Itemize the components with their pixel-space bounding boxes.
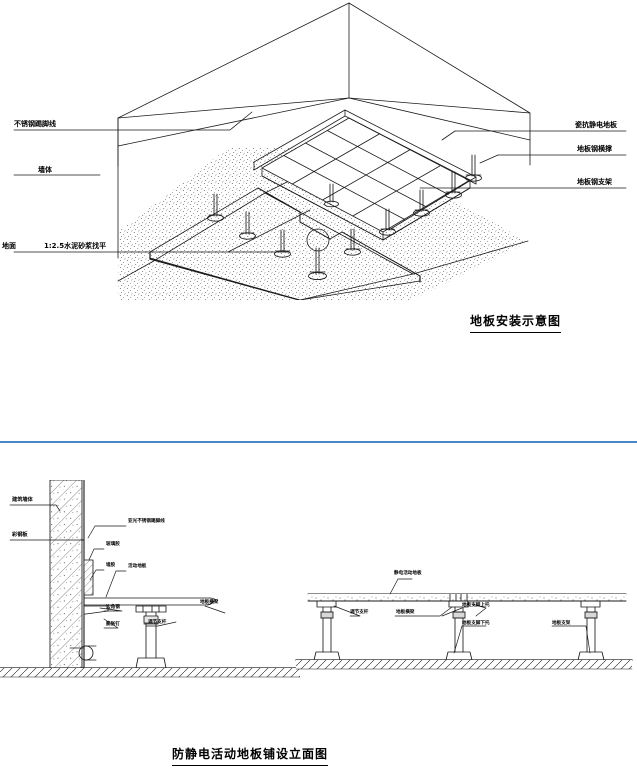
pedestal [577,606,605,661]
label-building-wall: 建筑墙体 [12,497,33,503]
sealant-block [83,559,94,596]
label-elev-antistatic-floor: 静电活动地板 [394,571,422,576]
pedestal-assembly [135,605,167,669]
ground-line [295,659,633,670]
pedestal [274,229,291,258]
label-elev-support-lower-bracket: 地板支脚下托 [462,621,490,626]
label-glass-glue: 玻璃胶 [106,542,120,547]
section-leaders [9,504,226,629]
floor-perimeter-trim [253,109,477,231]
label-ground: 地面 [2,242,16,250]
label-floor-steel-brace: 地板钢横撑 [577,145,612,153]
pedestal [445,606,473,661]
elevation-leaders [333,578,591,654]
floor-deck [307,593,627,602]
label-wall-body: 墙体 [38,166,52,174]
building-wall [49,480,83,669]
ground-line [0,667,300,678]
wall-section-drawing [0,480,300,678]
leader-lines-right [419,130,627,189]
pedestal-head-plates [316,600,601,608]
figure-bottom-caption-text: 防静电活动地板铺设立面图 [172,745,329,766]
figure-bottom-caption: 防静电活动地板铺设立面图 [172,745,329,766]
section-divider [0,441,637,443]
figure-wall-section: 建筑墙体 彩钢板 亚光不锈钢踢脚线 玻璃胶 墙胶 活动地板 边角钢 膨胀钉 调节… [0,480,300,700]
pedestal [465,154,482,182]
label-floor-steel-support: 地板钢支架 [577,178,612,186]
label-cement-screed: 1:2.5水泥砂浆找平 [44,242,107,250]
pedestal-group [207,154,482,281]
label-expansion-bolt: 膨胀钉 [106,622,120,627]
expansion-bolt [69,639,97,669]
raised-floor-deck [261,117,471,241]
label-edge-angle-steel: 边角钢 [106,605,120,610]
leader-lines-left [13,111,311,259]
label-elev-support-upper-bracket: 地板支脚上托 [462,603,490,608]
pedestal [379,208,396,236]
raised-floor-panel [83,597,217,606]
pedestal [239,211,256,240]
label-stainless-skirting: 不锈钢踢脚线 [14,120,56,128]
figure-isometric: 不锈钢踢脚线 墙体 地面 1:2.5水泥砂浆找平 瓷抗静电地板 地板钢横撑 地板… [0,0,637,300]
isometric-drawing [13,2,627,300]
pedestal [308,247,327,281]
label-adjusting-rod: 调节支杆 [148,620,167,625]
figure-elevation: 静电活动地板 调节支杆 地板横梁 地板支脚上托 地板支脚下托 地板支架 [290,560,637,690]
figure-top-caption: 地板安装示意图 [470,312,562,333]
label-movable-floor: 活动地板 [128,564,147,569]
label-elev-floor-support: 地板支架 [552,621,571,626]
pedestal [344,228,361,256]
detail-circle [306,228,330,252]
pedestal [207,193,224,222]
pedestal [324,183,339,208]
pedestal [413,189,430,217]
elevation-drawing [295,578,633,670]
label-elev-floor-beam: 地板横梁 [396,610,415,615]
pedestal [445,171,462,199]
label-matte-stainless-skirting: 亚光不锈钢踢脚线 [128,519,165,524]
label-elev-adjusting-rod: 调节支杆 [350,610,369,615]
figure-top-caption-text: 地板安装示意图 [470,312,562,333]
label-antistatic-floor-panel: 瓷抗静电地板 [575,121,617,129]
label-wall-glue: 墙胶 [106,563,116,568]
label-floor-beam: 地板横梁 [200,600,219,605]
label-colour-steel-plate: 彩钢板 [12,532,28,538]
pedestal [313,606,341,661]
